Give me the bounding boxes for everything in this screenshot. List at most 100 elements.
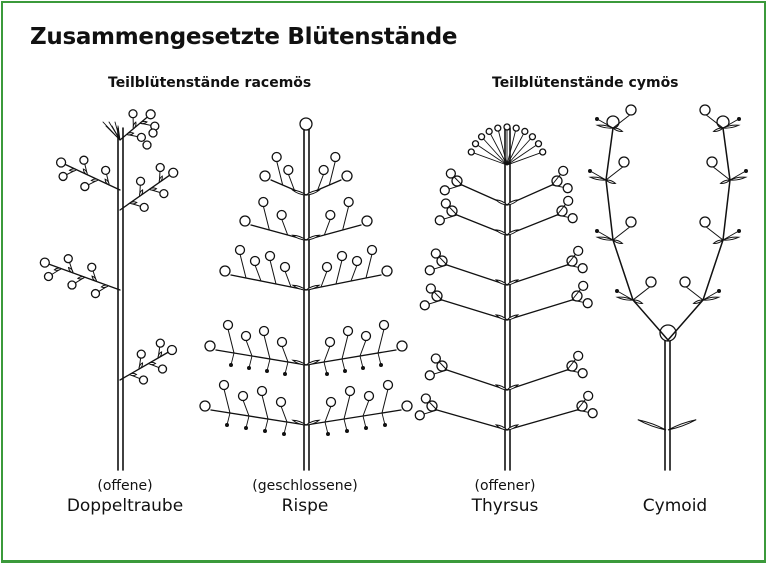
flower-circle: [156, 163, 164, 171]
flower-circle: [557, 206, 567, 216]
bud-dot: [717, 289, 721, 293]
stem-line: [342, 359, 345, 371]
bract-leaf: [105, 179, 109, 185]
stem-line: [270, 260, 276, 284]
flower-circle: [552, 176, 562, 186]
flower-circle: [258, 387, 267, 396]
flower-circle: [646, 277, 656, 287]
flower-circle: [446, 169, 455, 178]
caption-qualifier: (geschlossene): [230, 478, 380, 496]
bud-dot: [588, 169, 592, 173]
stem-line: [344, 395, 350, 419]
flower-circle: [536, 141, 542, 147]
flower-circle: [88, 263, 96, 271]
bract-leaf: [668, 420, 696, 430]
flower-circle: [440, 186, 449, 195]
bract-leaf: [590, 177, 606, 180]
caption-qualifier: (offene): [50, 478, 200, 496]
flower-circle: [326, 338, 335, 347]
flower-circle: [504, 124, 510, 130]
stem-line: [366, 254, 372, 278]
flower-circle: [159, 365, 167, 373]
stem-line: [246, 340, 252, 356]
stem-line: [324, 346, 330, 362]
flower-circle: [495, 125, 501, 131]
flower-circle: [577, 401, 587, 411]
flower-circle: [486, 128, 492, 134]
doppeltraube-drawing: [40, 110, 177, 470]
cymoid-drawing: [588, 105, 748, 470]
flower-circle: [59, 172, 67, 180]
bud-dot: [737, 117, 741, 121]
stem-line: [306, 275, 381, 290]
bract-leaf: [101, 285, 108, 287]
bract-leaf: [613, 128, 622, 131]
flower-circle: [578, 369, 587, 378]
flower-circle: [380, 321, 389, 330]
flower-circle: [259, 198, 268, 207]
flower-circle: [368, 246, 377, 255]
flower-circle: [362, 332, 371, 341]
flower-circle: [700, 105, 710, 115]
flower-circle: [435, 216, 444, 225]
flower-circle: [365, 392, 374, 401]
bract-leaf: [130, 373, 137, 375]
flower-circle: [91, 290, 99, 298]
flower-circle: [160, 190, 168, 198]
flower-circle: [626, 217, 636, 227]
bract-leaf: [703, 297, 719, 300]
caption-name: Thyrsus: [430, 496, 580, 516]
stem-line: [285, 362, 288, 374]
flower-circle: [260, 327, 269, 336]
flower-circle: [346, 387, 355, 396]
flower-circle: [426, 284, 435, 293]
bud-dot: [615, 289, 619, 293]
stem-line: [633, 300, 668, 340]
flower-circle: [540, 149, 546, 155]
stem-line: [282, 346, 288, 362]
stem-line: [342, 335, 348, 359]
stem-line: [668, 300, 703, 340]
flower-circle: [479, 134, 485, 140]
flower-circle: [513, 125, 519, 131]
caption-name: Cymoid: [600, 496, 750, 516]
bract-leaf: [606, 180, 615, 183]
flower-circle: [220, 266, 230, 276]
flower-circle: [584, 391, 593, 400]
flower-circle: [331, 153, 340, 162]
flower-circle: [626, 105, 636, 115]
bract-leaf: [638, 420, 666, 430]
flower-circle: [81, 183, 89, 191]
stem-line: [723, 180, 730, 240]
flower-circle: [68, 281, 76, 289]
stem-line: [231, 275, 306, 290]
flower-circle: [139, 376, 147, 384]
bract-leaf: [91, 179, 98, 181]
flower-circle: [574, 351, 583, 360]
stem-line: [507, 410, 577, 430]
stem-line: [343, 206, 349, 230]
flower-circle: [564, 196, 573, 205]
flower-circle: [425, 371, 434, 380]
flower-circle: [563, 184, 572, 193]
flower-circle: [579, 281, 588, 290]
stem-line: [262, 395, 268, 419]
bract-leaf: [70, 169, 77, 171]
rispe-drawing: [200, 118, 412, 470]
flower-circle: [529, 134, 535, 140]
stem-line: [360, 356, 363, 368]
bud-dot: [595, 117, 599, 121]
stem-line: [613, 226, 631, 240]
bud-dot: [595, 229, 599, 233]
bract-leaf: [130, 202, 137, 204]
flower-circle: [342, 171, 352, 181]
flower-circle: [353, 257, 362, 266]
stem-line: [281, 406, 287, 422]
flower-circle: [242, 332, 251, 341]
bract-leaf: [83, 169, 87, 175]
flower-circle: [338, 252, 347, 261]
flower-circle: [415, 411, 424, 420]
flower-circle: [205, 341, 215, 351]
flower-circle: [44, 272, 52, 280]
flower-circle: [572, 291, 582, 301]
